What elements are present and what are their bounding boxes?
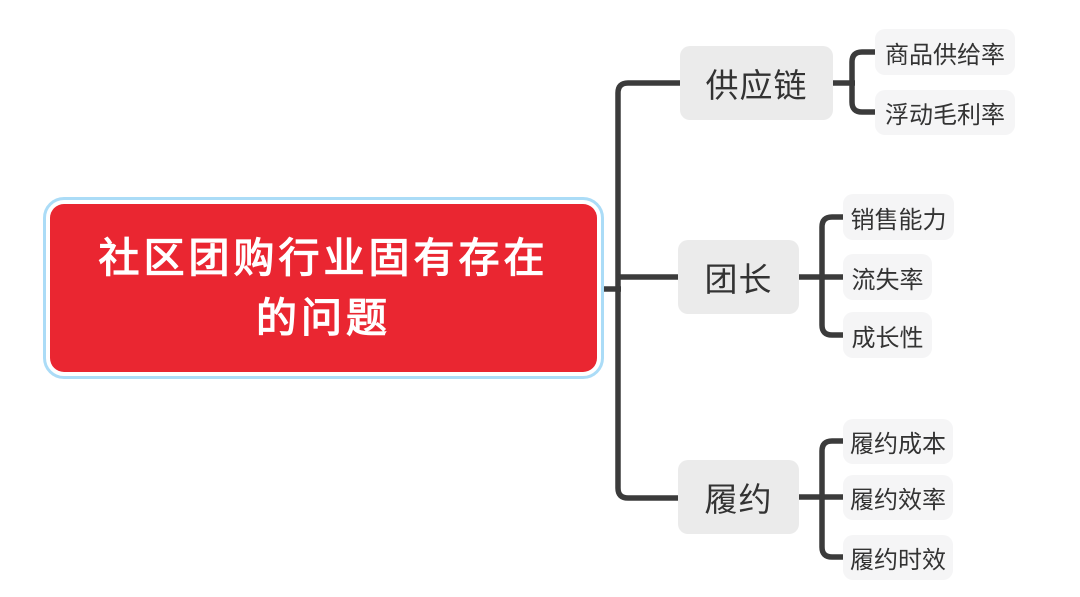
branch-label: 供应链 — [705, 66, 808, 105]
child-node-floating-gross-margin[interactable]: 浮动毛利率 — [875, 90, 1015, 135]
child-node-product-supply-rate[interactable]: 商品供给率 — [875, 29, 1015, 75]
connector-supply-children — [849, 49, 875, 115]
child-node-churn-rate[interactable]: 流失率 — [843, 254, 932, 300]
child-label: 履约成本 — [850, 430, 946, 458]
branch-node-supply-chain[interactable]: 供应链 — [680, 46, 833, 120]
child-label: 成长性 — [851, 323, 924, 352]
branch-label: 团长 — [704, 260, 773, 299]
child-node-growth-potential[interactable]: 成长性 — [843, 312, 932, 358]
root-topic-node[interactable]: 社区团购行业固有存在的问题 — [43, 197, 604, 379]
child-label: 销售能力 — [850, 205, 947, 234]
connector-fulfill-children — [819, 438, 843, 560]
branch-node-fulfillment[interactable]: 履约 — [678, 460, 799, 534]
connector-trunk — [615, 80, 680, 501]
root-topic-label: 社区团购行业固有存在的问题 — [98, 234, 549, 342]
child-node-fulfillment-timeliness[interactable]: 履约时效 — [843, 535, 953, 580]
child-node-sales-ability[interactable]: 销售能力 — [843, 194, 954, 240]
child-label: 流失率 — [851, 265, 924, 294]
branch-label: 履约 — [704, 480, 773, 519]
child-label: 履约效率 — [850, 486, 946, 514]
connector-leader-children — [819, 214, 843, 338]
child-label: 浮动毛利率 — [885, 101, 1005, 129]
branch-node-group-leader[interactable]: 团长 — [678, 240, 799, 314]
child-node-fulfillment-efficiency[interactable]: 履约效率 — [843, 475, 953, 520]
child-label: 商品供给率 — [885, 40, 1005, 69]
child-node-fulfillment-cost[interactable]: 履约成本 — [843, 419, 953, 464]
child-label: 履约时效 — [850, 546, 946, 574]
